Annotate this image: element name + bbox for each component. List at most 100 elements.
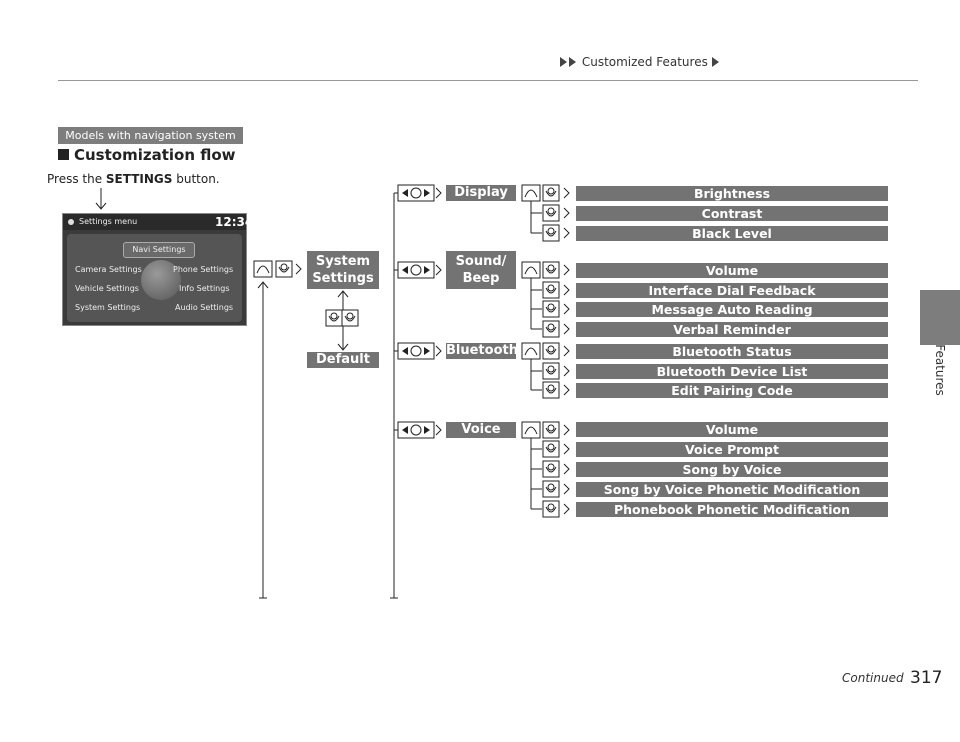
press-knob-icon xyxy=(547,187,555,195)
press-knob-icon xyxy=(545,387,557,394)
press-knob-icon xyxy=(545,267,557,274)
press-knob-icon xyxy=(547,207,555,215)
move-knob-icon xyxy=(410,345,422,357)
press-knob-icon xyxy=(542,440,560,458)
rotate-knob-icon xyxy=(256,265,270,274)
press-knob-icon xyxy=(547,503,555,511)
rotate-knob-icon xyxy=(524,426,538,435)
option-edit-pairing-code: Edit Pairing Code xyxy=(576,383,888,398)
arrow-right-icon xyxy=(563,345,570,357)
arrow-right-icon xyxy=(435,345,442,357)
press-knob-icon xyxy=(542,342,560,360)
press-knob-icon xyxy=(542,421,560,439)
press-knob-icon xyxy=(542,362,560,380)
move-knob-icon xyxy=(402,426,430,434)
press-knob-icon xyxy=(278,266,290,273)
menu-item-navi: Navi Settings xyxy=(123,242,195,258)
press-knob-icon xyxy=(542,381,560,399)
category-voice-rec: Voice Rec xyxy=(446,422,516,453)
menu-item-system: System Settings xyxy=(75,303,141,312)
press-knob-icon xyxy=(542,460,560,478)
option-phonebook-phonetic-modification: Phonebook Phonetic Modification xyxy=(576,502,888,517)
move-knob-icon xyxy=(410,187,422,199)
arrow-right-icon xyxy=(435,264,442,276)
press-knob-icon xyxy=(547,345,555,353)
press-knob-icon xyxy=(330,312,338,320)
move-knob-icon xyxy=(397,261,435,279)
arrow-right-icon xyxy=(563,483,570,495)
option-verbal-reminder: Verbal Reminder xyxy=(576,322,888,337)
press-knob-icon xyxy=(341,309,359,327)
section-title: Customization flow xyxy=(58,146,236,164)
press-knob-icon xyxy=(547,424,555,432)
option-message-auto-reading: Message Auto Reading xyxy=(576,302,888,317)
press-knob-icon xyxy=(547,483,555,491)
press-knob-icon xyxy=(545,427,557,434)
square-bullet-icon xyxy=(58,149,69,160)
system-settings-box: System Settings xyxy=(307,251,379,289)
rotate-knob-icon xyxy=(521,261,541,279)
option-contrast: Contrast xyxy=(576,206,888,221)
press-knob-icon xyxy=(346,312,354,320)
press-knob-icon xyxy=(545,466,557,473)
menu-item-phone: Phone Settings xyxy=(173,265,234,274)
arrow-right-icon xyxy=(563,323,570,335)
press-knob-icon xyxy=(275,260,293,278)
press-knob-icon xyxy=(542,480,560,498)
default-box: Default xyxy=(307,352,379,368)
press-knob-icon xyxy=(545,486,557,493)
rotate-knob-icon xyxy=(521,342,541,360)
interface-dial-icon xyxy=(141,260,181,300)
header-divider xyxy=(58,80,918,81)
move-knob-icon xyxy=(397,342,435,360)
press-knob-icon xyxy=(547,264,555,272)
option-voice-prompt: Voice Prompt xyxy=(576,442,888,457)
press-knob-icon xyxy=(328,315,340,322)
move-knob-icon xyxy=(410,424,422,436)
option-bluetooth-device-list: Bluetooth Device List xyxy=(576,364,888,379)
option-brightness: Brightness xyxy=(576,186,888,201)
press-knob-icon xyxy=(545,326,557,333)
rotate-knob-icon xyxy=(524,347,538,356)
arrow-right-icon xyxy=(563,264,570,276)
rotate-knob-icon xyxy=(521,421,541,439)
option-song-by-voice-phonetic-modification: Song by Voice Phonetic Modification xyxy=(576,482,888,497)
breadcrumb-label: Customized Features xyxy=(581,55,708,69)
press-knob-icon xyxy=(542,204,560,222)
models-badge: Models with navigation system xyxy=(58,127,243,144)
triangle-right-icon xyxy=(711,57,719,67)
screen-clock: 12:34 xyxy=(215,215,254,229)
press-knob-icon xyxy=(545,306,557,313)
side-tab xyxy=(920,290,960,345)
arrow-right-icon xyxy=(563,303,570,315)
arrow-right-icon xyxy=(563,424,570,436)
press-knob-icon xyxy=(542,500,560,518)
menu-dot-icon xyxy=(68,219,74,225)
screen-title: Settings menu xyxy=(79,217,138,226)
press-knob-icon xyxy=(325,309,343,327)
triangle-right-icon xyxy=(560,57,567,67)
move-knob-icon xyxy=(402,189,430,197)
press-knob-icon xyxy=(547,463,555,471)
press-knob-icon xyxy=(547,365,555,373)
press-knob-icon xyxy=(545,287,557,294)
arrow-right-icon xyxy=(295,263,302,275)
menu-item-camera: Camera Settings xyxy=(75,265,142,274)
press-knob-icon xyxy=(542,281,560,299)
press-knob-icon xyxy=(545,368,557,375)
press-knob-icon xyxy=(542,261,560,279)
settings-screen: Settings menu 12:34 Navi Settings Camera… xyxy=(62,213,253,326)
page-number: 317 xyxy=(910,668,943,688)
press-knob-icon xyxy=(545,446,557,453)
menu-item-info: Info Settings xyxy=(179,284,230,293)
screen-menu-area: Navi Settings Camera Settings Phone Sett… xyxy=(67,234,242,322)
option-song-by-voice: Song by Voice xyxy=(576,462,888,477)
arrow-right-icon xyxy=(563,443,570,455)
move-knob-icon xyxy=(402,266,430,274)
press-knob-icon xyxy=(542,300,560,318)
move-knob-icon xyxy=(397,184,435,202)
option-voice-rec-volume: Volume xyxy=(576,422,888,437)
menu-item-vehicle: Vehicle Settings xyxy=(75,284,139,293)
rotate-knob-icon xyxy=(524,266,538,275)
